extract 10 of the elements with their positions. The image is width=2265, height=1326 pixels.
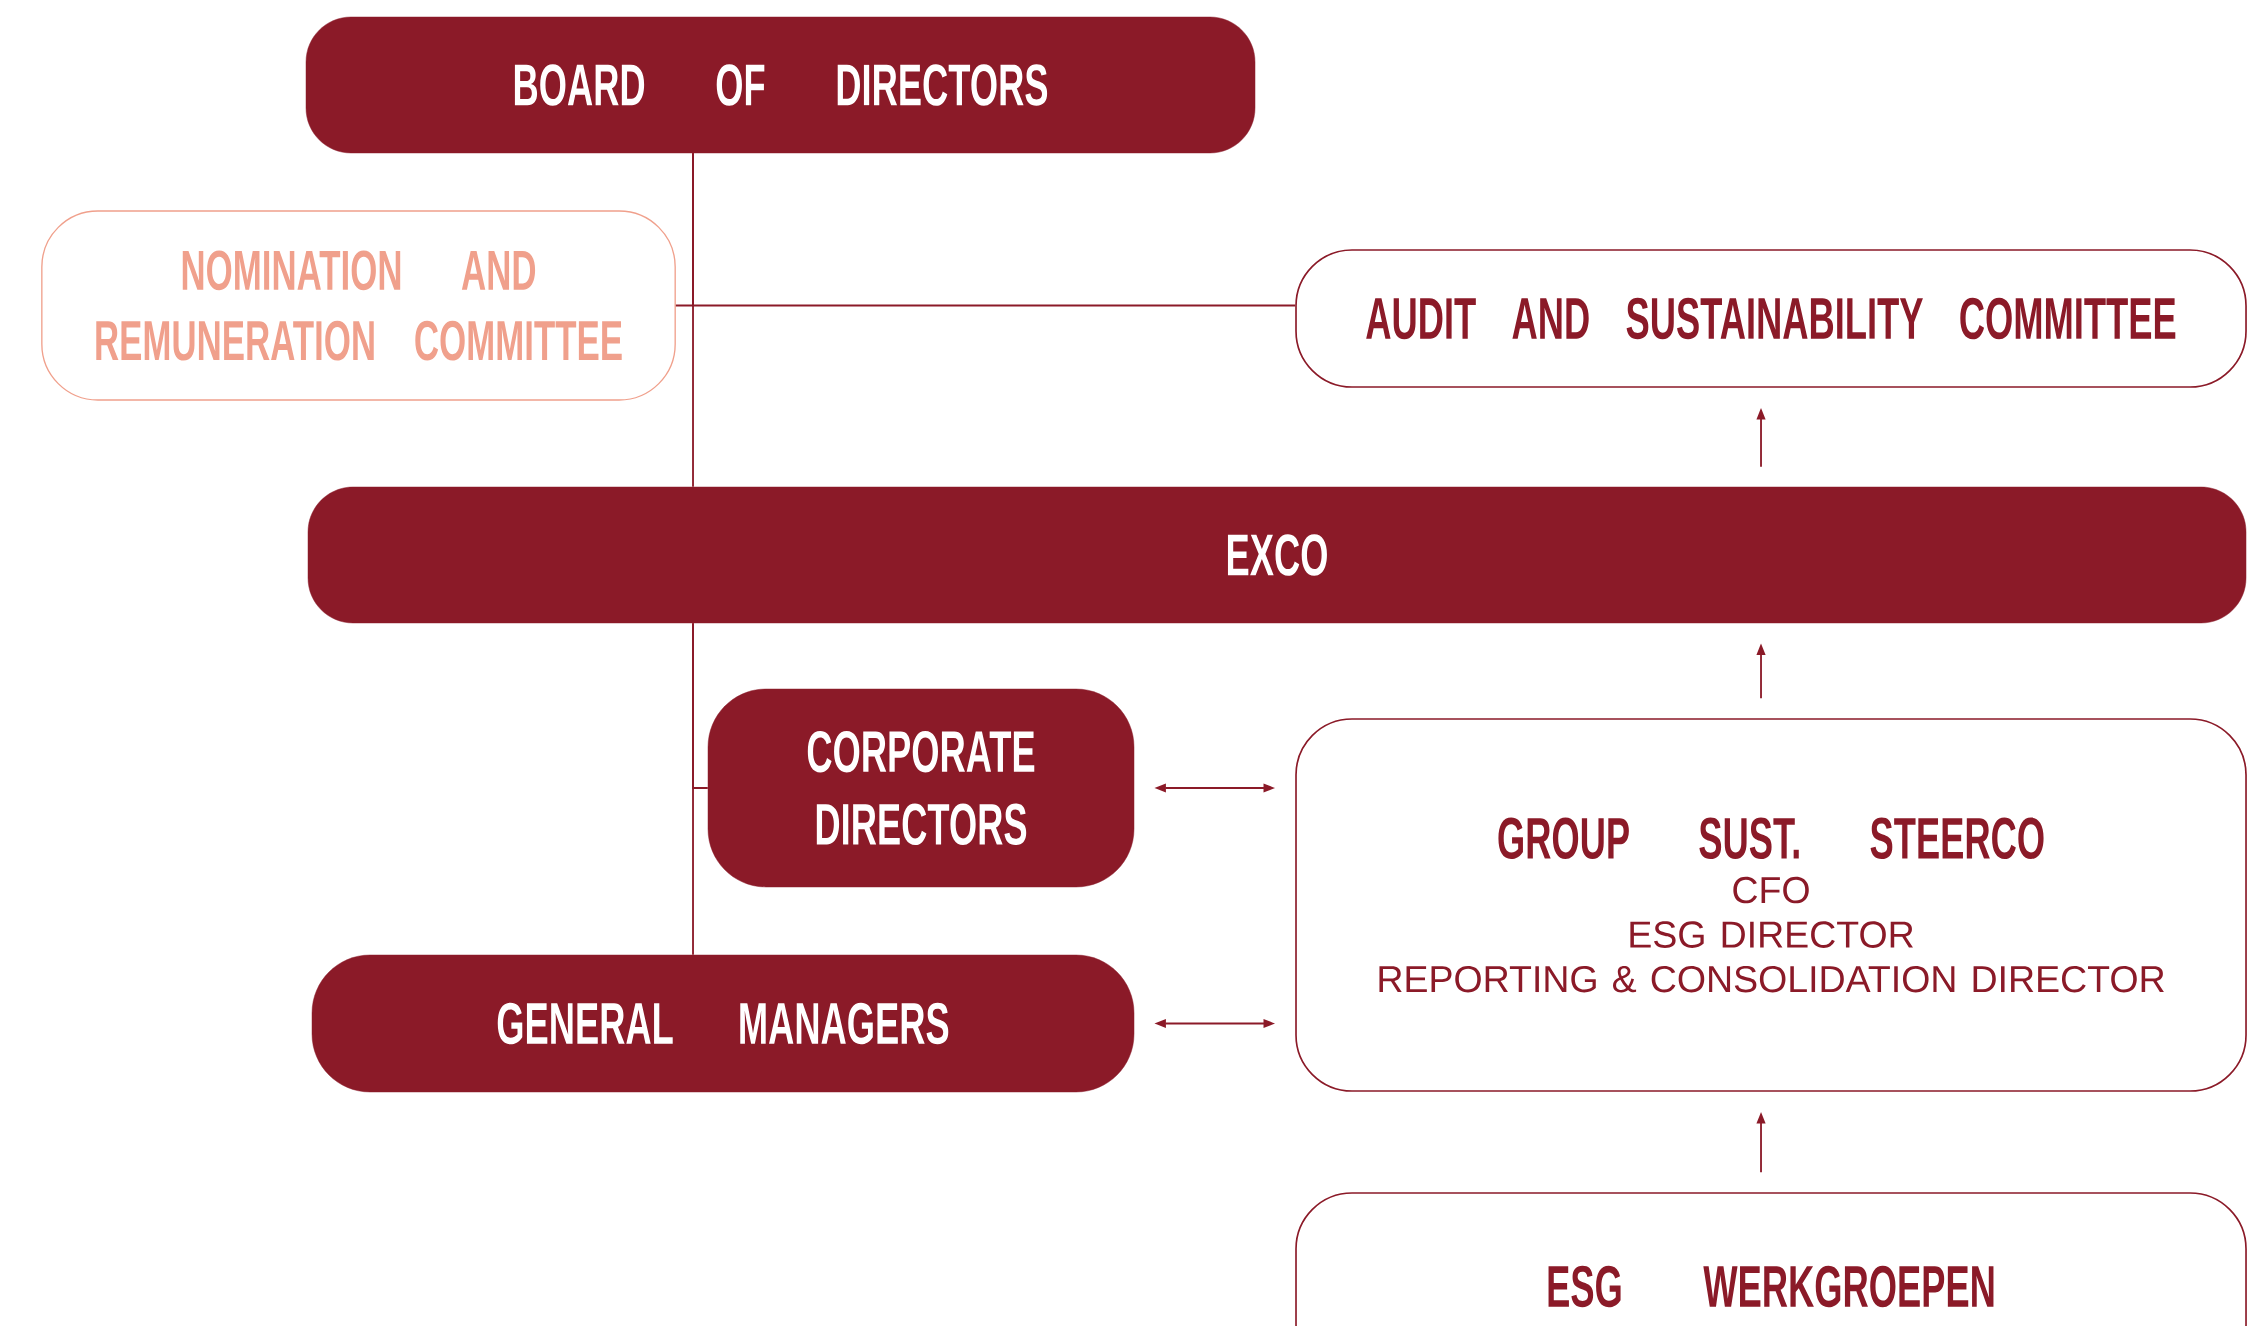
working-group-box: ESG WERKGROEPEN: [1295, 1192, 2247, 1326]
committee-box: NOMINATION AND REMUNERATION COMMITTEE: [41, 210, 676, 401]
managers-box: GENERAL MANAGERS: [311, 954, 1135, 1093]
committee-box: AUDIT AND SUSTAINABILITY COMMITTEE: [1295, 249, 2247, 388]
exco-bar: EXCO: [307, 486, 2247, 624]
connector-line: [692, 622, 694, 956]
board-box: BOARD OF DIRECTORS: [305, 16, 1256, 154]
directors-box: CORPORATE DIRECTORS: [707, 688, 1135, 888]
connector-line: [692, 152, 694, 488]
steerco-box: GROUP SUST. STEERCO CFO ESG DIRECTOR REPORTING & CONSOLIDATION DIRECTOR: [1295, 718, 2247, 1092]
